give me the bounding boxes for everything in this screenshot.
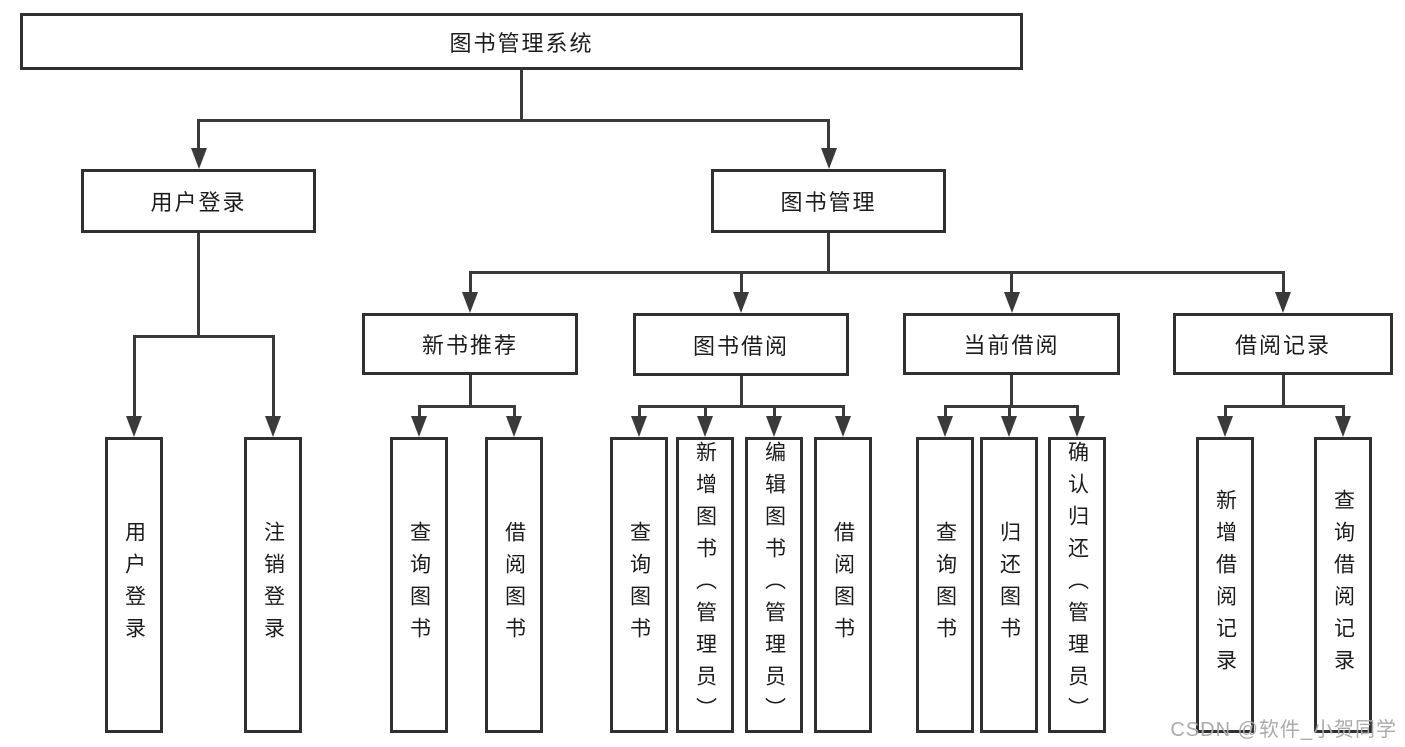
watermark: CSDN @软件_小贺同学	[1170, 719, 1397, 741]
connector-stem	[1281, 375, 1285, 406]
connector-bar	[417, 404, 516, 408]
node-logout-op: 注销登录	[244, 437, 302, 733]
connector-bar	[468, 270, 1285, 274]
connector-drop	[468, 272, 472, 294]
node-borrow-query-books: 查询图书	[610, 437, 668, 733]
node-current-borrowing: 当前借阅	[903, 313, 1120, 375]
arrowhead-icon	[733, 292, 749, 313]
arrowhead-icon	[1001, 416, 1017, 437]
node-label: 图书管理	[780, 190, 877, 215]
node-current-confirm-return: 确认归还（管理员）	[1048, 437, 1106, 733]
connector-stem	[827, 233, 830, 272]
node-label: 用户登录	[150, 190, 247, 215]
connector-bar	[943, 404, 1079, 408]
connector-stem	[739, 376, 743, 406]
arrowhead-icon	[937, 416, 953, 437]
connector-drop	[1010, 272, 1013, 294]
node-records-query-record: 查询借阅记录	[1314, 437, 1372, 733]
arrowhead-icon	[835, 416, 851, 437]
arrowhead-icon	[820, 148, 837, 169]
connector-drop	[1007, 406, 1011, 418]
arrowhead-icon	[506, 416, 522, 437]
node-borrow-edit-books: 编辑图书（管理员）	[745, 437, 803, 733]
connector-bar	[637, 404, 845, 408]
arrowhead-icon	[190, 148, 207, 169]
node-label: 查询图书	[407, 521, 431, 649]
arrowhead-icon	[1003, 292, 1020, 313]
node-rec-borrow-books: 借阅图书	[485, 437, 543, 733]
node-borrowing-records: 借阅记录	[1173, 313, 1393, 375]
connector-stem	[468, 375, 472, 406]
connector-bar	[132, 334, 275, 338]
connector-stem	[1010, 375, 1013, 406]
node-borrow-add-books: 新增图书（管理员）	[676, 437, 734, 733]
connector-drop	[1075, 406, 1079, 418]
node-label: 借阅记录	[1234, 333, 1331, 358]
connector-drop	[512, 406, 516, 418]
node-label: 确认归还（管理员）	[1065, 441, 1089, 729]
connector-drop	[772, 406, 776, 418]
node-borrow-borrow-books: 借阅图书	[814, 437, 872, 733]
node-system: 图书管理系统	[20, 13, 1023, 70]
node-current-return-books: 归还图书	[980, 437, 1038, 733]
connector-drop	[841, 406, 845, 418]
node-label: 归还图书	[997, 521, 1021, 649]
arrowhead-icon	[411, 416, 427, 437]
connector-stem	[197, 233, 200, 336]
connector-drop	[1281, 272, 1285, 294]
node-book-borrowing: 图书借阅	[633, 313, 849, 376]
node-label: 编辑图书（管理员）	[762, 441, 786, 729]
node-records-add-record: 新增借阅记录	[1196, 437, 1254, 733]
arrowhead-icon	[265, 416, 281, 437]
node-label: 新书推荐	[421, 333, 518, 358]
node-label: 当前借阅	[963, 333, 1060, 358]
connector-drop	[132, 336, 136, 418]
connector-drop	[1341, 406, 1345, 418]
connector-drop	[827, 120, 830, 150]
arrowhead-icon	[697, 416, 713, 437]
node-current-query-books: 查询图书	[916, 437, 974, 733]
connector-drop	[703, 406, 707, 418]
node-label: 查询借阅记录	[1331, 489, 1355, 681]
connector-stem	[520, 70, 523, 120]
connector-drop	[1223, 406, 1227, 418]
node-user-login-op: 用户登录	[105, 437, 163, 733]
connector-drop	[271, 336, 275, 418]
node-label: 注销登录	[261, 521, 285, 649]
arrowhead-icon	[462, 292, 478, 313]
node-user-login: 用户登录	[81, 169, 316, 233]
node-label: 查询图书	[933, 521, 957, 649]
arrowhead-icon	[766, 416, 782, 437]
arrowhead-icon	[1275, 292, 1291, 313]
node-label: 借阅图书	[831, 521, 855, 649]
connector-drop	[943, 406, 947, 418]
node-rec-query-books: 查询图书	[390, 437, 448, 733]
connector-drop	[739, 272, 743, 294]
node-label: 借阅图书	[502, 521, 526, 649]
connector-drop	[197, 120, 200, 150]
connector-drop	[637, 406, 641, 418]
node-label: 新增图书（管理员）	[693, 441, 717, 729]
node-label: 图书管理系统	[449, 30, 594, 56]
node-label: 用户登录	[122, 521, 146, 649]
connector-bar	[1223, 404, 1345, 408]
arrowhead-icon	[1335, 416, 1351, 437]
node-label: 图书借阅	[692, 333, 789, 359]
connector-drop	[417, 406, 421, 418]
node-new-book-recommend: 新书推荐	[362, 313, 578, 375]
node-label: 查询图书	[627, 521, 651, 649]
arrowhead-icon	[1217, 416, 1233, 437]
connector-bar	[197, 118, 830, 122]
arrowhead-icon	[126, 416, 142, 437]
node-book-management: 图书管理	[711, 169, 946, 233]
arrowhead-icon	[1069, 416, 1085, 437]
arrowhead-icon	[631, 416, 647, 437]
node-label: 新增借阅记录	[1213, 489, 1237, 681]
